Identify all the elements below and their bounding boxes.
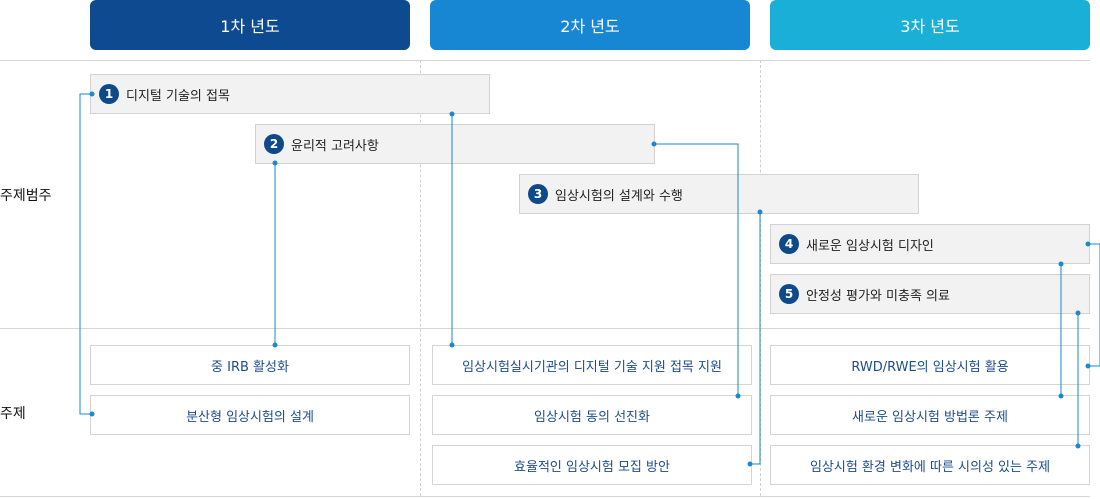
category-4: 4 새로운 임상시험 디자인: [770, 224, 1090, 264]
topic-year2-2: 임상시험 동의 선진화: [432, 395, 752, 435]
connector-dot: [747, 461, 753, 467]
category-5: 5 안정성 평가와 미충족 의료: [770, 274, 1090, 314]
category-1-label: 디지털 기술의 접목: [126, 88, 230, 104]
connector-cat2-to-year2-topic2: [654, 143, 739, 396]
connector-dot: [272, 160, 278, 166]
category-3-number: 3: [528, 184, 548, 204]
category-5-number: 5: [779, 284, 799, 304]
topic-year3-2: 새로운 임상시험 방법론 주제: [770, 395, 1090, 435]
category-2-number: 2: [264, 134, 284, 154]
connector-dot: [89, 91, 95, 97]
connector-dot: [735, 393, 741, 399]
connector-dot: [89, 411, 95, 417]
connector-dot: [1075, 443, 1081, 449]
connector-dot: [1075, 310, 1081, 316]
category-4-number: 4: [779, 234, 799, 254]
column-divider-1: [420, 60, 421, 496]
topic-year3-1: RWD/RWE의 임상시험 활용: [770, 345, 1090, 385]
connector-dot: [272, 342, 278, 348]
connector-dot: [757, 209, 763, 215]
category-4-label: 새로운 임상시험 디자인: [806, 238, 934, 254]
topic-year1-2: 분산형 임상시험의 설계: [90, 395, 410, 435]
category-1: 1 디지털 기술의 접목: [90, 74, 490, 114]
topic-year1-1: 중 IRB 활성화: [90, 345, 410, 385]
connector-dot: [449, 342, 455, 348]
connector-dot: [449, 111, 455, 117]
connector-cat4-to-year3-topic1: [1088, 243, 1100, 367]
divider-bottom: [0, 496, 1090, 497]
connector-cat3-to-year2-topic3: [750, 212, 761, 465]
row-label-topics: 주제: [0, 406, 26, 422]
year-3-header: 3차 년도: [770, 0, 1090, 50]
topic-year2-3: 효율적인 임상시험 모집 방안: [432, 445, 752, 485]
connector-dot: [1085, 363, 1091, 369]
divider-middle: [0, 328, 1090, 329]
year-1-header: 1차 년도: [90, 0, 410, 50]
topic-year2-1: 임상시험실시기관의 디지털 기술 지원 접목 지원: [432, 345, 752, 385]
category-1-number: 1: [99, 84, 119, 104]
category-2-label: 윤리적 고려사항: [291, 138, 379, 154]
row-label-categories: 주제범주: [0, 188, 52, 204]
category-3-label: 임상시험의 설계와 수행: [555, 188, 683, 204]
connector-dot: [651, 141, 657, 147]
topic-year3-3: 임상시험 환경 변화에 따른 시의성 있는 주제: [770, 445, 1090, 485]
divider-top: [0, 60, 1090, 61]
connector-dot: [1058, 261, 1064, 267]
category-3: 3 임상시험의 설계와 수행: [519, 174, 919, 214]
connector-cat1-to-year1-topic2: [79, 93, 92, 415]
year-2-header: 2차 년도: [430, 0, 750, 50]
category-2: 2 윤리적 고려사항: [255, 124, 655, 164]
connector-dot: [1058, 393, 1064, 399]
connector-dot: [1085, 241, 1091, 247]
category-5-label: 안정성 평가와 미충족 의료: [806, 288, 950, 304]
